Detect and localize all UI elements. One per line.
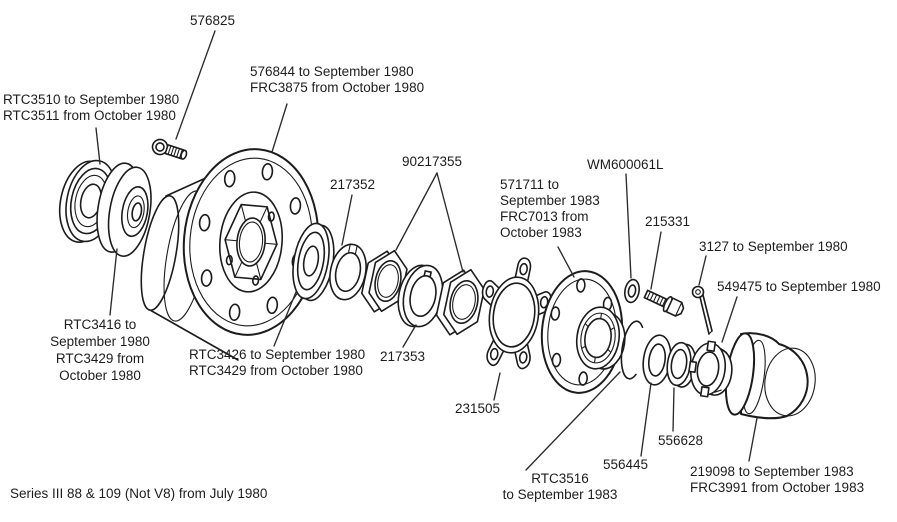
lock-nut-rear-drawing	[435, 268, 486, 336]
part-number: RTC3416 to	[63, 317, 137, 332]
circlip-label: RTC3516 to September 1983	[502, 471, 618, 503]
hub-barrel-drawing	[140, 157, 251, 361]
part-number: 217353	[380, 349, 426, 364]
hub-cap-drawing	[724, 332, 816, 420]
bolt-drawing	[643, 289, 685, 317]
outer-bearing-label: RTC3426 to September 1980 RTC3429 from O…	[189, 347, 365, 379]
part-number: RTC3511 from October 1980	[3, 108, 176, 123]
part-number: 90217355	[402, 154, 463, 169]
part-number: October 1980	[59, 368, 141, 383]
part-number: RTC3429 from October 1980	[189, 363, 363, 378]
lock-washer-drawing	[329, 243, 367, 301]
caption-text: Series III 88 & 109 (Not V8) from July 1…	[10, 486, 268, 501]
part-number: 556445	[603, 457, 649, 472]
hub-flange-drawing	[182, 148, 320, 336]
part-number: September 1983	[500, 193, 600, 208]
part-number: WM600061L	[587, 157, 664, 172]
part-number: to September 1983	[502, 487, 618, 502]
stud-drawing	[151, 138, 188, 160]
spacer-washer-drawing	[397, 264, 444, 328]
wm-washer-label: WM600061L	[587, 157, 664, 173]
stud-label: 576825	[190, 13, 235, 29]
thrust-washer-label: 556445	[603, 457, 648, 473]
drive-flange-label: 571711 to September 1983 FRC7013 from Oc…	[500, 177, 600, 241]
part-number: 3127 to September 1980	[699, 239, 848, 254]
lock-washer-label: 217352	[330, 177, 375, 193]
outer-bearing-drawing	[292, 222, 335, 302]
gasket-label: 231505	[455, 401, 500, 417]
part-number: RTC3516	[531, 471, 589, 486]
diagram-caption: Series III 88 & 109 (Not V8) from July 1…	[10, 486, 267, 502]
part-number: 576825	[190, 13, 236, 28]
spacer-washer-label: 217353	[380, 349, 425, 365]
drive-flange-boss-drawing	[575, 306, 626, 370]
part-number: FRC7013 from	[500, 209, 589, 224]
retainer-drawing	[688, 340, 733, 398]
split-pin-label: 3127 to September 1980	[699, 239, 848, 255]
seal-label: RTC3510 to September 1980 RTC3511 from O…	[3, 92, 179, 124]
part-number: 215331	[645, 214, 691, 229]
part-number: 219098 to September 1983	[690, 464, 854, 479]
wm-washer-drawing	[624, 278, 640, 304]
part-number: FRC3875 from October 1980	[250, 80, 425, 95]
part-number: RTC3426 to September 1980	[189, 347, 366, 362]
leader-lines	[95, 30, 758, 471]
part-number: 576844 to September 1980	[250, 64, 414, 79]
part-number: September 1980	[50, 334, 150, 349]
lock-nuts-label: 90217355	[402, 154, 462, 170]
part-number: 217352	[330, 177, 376, 192]
part-number: 549475 to September 1980	[717, 279, 881, 294]
part-number: FRC3991 from October 1983	[690, 480, 865, 495]
retainer-label: 549475 to September 1980	[717, 279, 881, 295]
sealing-washer-label: 556628	[658, 433, 703, 449]
circlip-drawing	[620, 320, 644, 380]
inner-bearing-drawing	[96, 162, 152, 257]
part-number: RTC3429 from	[55, 351, 145, 366]
part-number: RTC3510 to September 1980	[3, 92, 180, 107]
inner-bearing-label: RTC3416 to September 1980 RTC3429 from O…	[47, 316, 153, 384]
part-number: October 1983	[500, 225, 582, 240]
part-number: 571711 to	[500, 177, 560, 192]
part-number: 231505	[455, 401, 501, 416]
hub-cap-label: 219098 to September 1983 FRC3991 from Oc…	[690, 464, 864, 496]
part-number: 556628	[658, 433, 704, 448]
lock-nut-front-drawing	[360, 249, 408, 313]
split-pin-drawing	[691, 285, 713, 335]
bolt-label: 215331	[645, 214, 690, 230]
hub-flange-label: 576844 to September 1980 FRC3875 from Oc…	[250, 64, 424, 96]
